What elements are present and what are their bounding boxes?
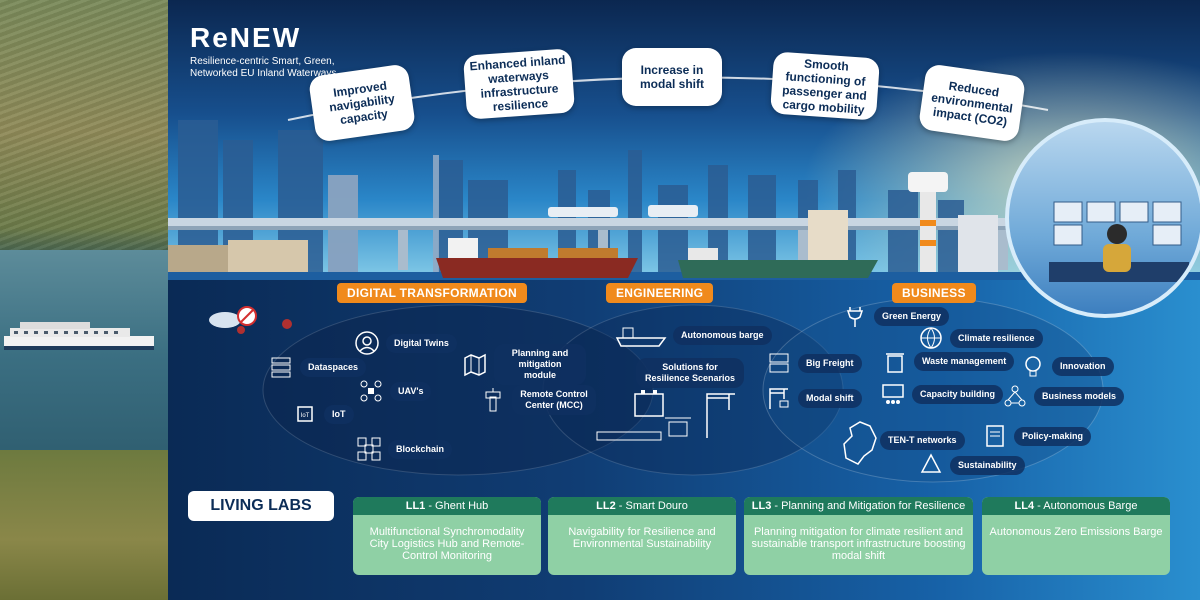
document-icon <box>986 425 1004 447</box>
mcc-label: Remote Control Center (MCC) <box>512 385 596 415</box>
item-business-models: Business models <box>1002 383 1125 409</box>
item-sustainability: Sustainability <box>918 452 1025 478</box>
resilience-solutions-label: Solutions for Resilience Scenarios <box>636 358 744 388</box>
crane-icon <box>769 388 789 409</box>
living-lab-1-description: Multifunctional Synchromodality City Log… <box>369 526 525 562</box>
big-freight-label: Big Freight <box>798 353 862 373</box>
blockchain-label: Blockchain <box>388 439 453 459</box>
innovation-label: Innovation <box>1052 356 1114 376</box>
modal-shift-label: Modal shift <box>798 388 862 408</box>
renew-logo: ReNEW Resilience-centric Smart, Green, N… <box>190 22 340 80</box>
living-lab-4-description: Autonomous Zero Emissions Barge <box>989 526 1163 538</box>
living-lab-4-header: LL4 - Autonomous Barge <box>982 497 1170 515</box>
blockchain-icon <box>357 437 381 461</box>
ten-t-networks-label: TEN-T networks <box>880 431 965 450</box>
map-icon <box>464 353 486 376</box>
digital-twins-label: Digital Twins <box>386 333 457 353</box>
city-skyline <box>168 120 1200 290</box>
item-uavs: UAV's <box>358 378 432 404</box>
engineering-icons <box>596 390 735 441</box>
presentation-icon <box>882 384 904 404</box>
item-planning-module: Planning and mitigation module <box>462 344 586 385</box>
item-big-freight: Big Freight <box>766 350 862 376</box>
item-green-energy: Green Energy <box>842 303 950 329</box>
living-lab-2-description: Navigability for Resilience and Environm… <box>568 526 716 550</box>
goal-environmental-impact: Reduced environmental impact (CO2) <box>917 63 1027 143</box>
plug-icon <box>846 307 864 327</box>
sensor-icons <box>209 306 292 334</box>
logo-subtitle: Resilience-centric Smart, Green, Network… <box>190 56 337 79</box>
item-capacity-building: Capacity building <box>880 381 1004 407</box>
business-models-label: Business models <box>1034 386 1125 406</box>
recycle-icon <box>920 453 942 473</box>
item-modal-shift: Modal shift <box>766 385 862 411</box>
living-lab-4: LL4 - Autonomous Barge Autonomous Zero E… <box>982 497 1170 575</box>
item-autonomous-barge: Autonomous barge <box>615 322 772 348</box>
item-innovation: Innovation <box>1020 353 1114 379</box>
containers-icon <box>769 353 789 373</box>
living-lab-3: LL3 - Planning and Mitigation for Resili… <box>744 497 973 575</box>
waste-management-label: Waste management <box>914 351 1015 371</box>
river-bank <box>0 450 175 600</box>
uavs-label: UAV's <box>390 381 432 401</box>
item-mcc: Remote Control Center (MCC) <box>480 385 596 415</box>
goal-infrastructure-resilience: Enhanced inland waterways infrastructure… <box>462 48 576 120</box>
item-climate-resilience: Climate resilience <box>918 325 1043 351</box>
item-dataspaces: Dataspaces <box>268 354 367 380</box>
bin-icon <box>886 353 904 373</box>
living-lab-3-header: LL3 - Planning and Mitigation for Resili… <box>744 497 973 515</box>
vineyard-terraces <box>0 0 175 250</box>
database-icon <box>271 357 291 378</box>
control-tower-icon <box>485 388 501 412</box>
iot-label: IoT <box>324 404 354 424</box>
section-engineering: ENGINEERING <box>606 283 714 303</box>
globe-icon <box>920 327 942 349</box>
living-labs-title: LIVING LABS <box>188 491 334 521</box>
item-iot: IoT IoT <box>292 401 354 427</box>
capacity-building-label: Capacity building <box>912 384 1004 404</box>
policy-making-label: Policy-making <box>1014 426 1092 446</box>
item-digital-twins: Digital Twins <box>354 330 457 356</box>
item-waste-management: Waste management <box>882 348 1015 374</box>
climate-resilience-label: Climate resilience <box>950 328 1043 348</box>
dataspaces-label: Dataspaces <box>300 357 367 377</box>
living-lab-2-header: LL2 - Smart Douro <box>548 497 736 515</box>
iot-icon: IoT <box>297 406 313 422</box>
network-icon <box>1004 385 1026 407</box>
living-lab-1: LL1 - Ghent Hub Multifunctional Synchrom… <box>353 497 541 575</box>
section-digital-transformation: DIGITAL TRANSFORMATION <box>337 283 527 303</box>
green-energy-label: Green Energy <box>874 306 950 326</box>
river <box>0 250 175 460</box>
item-policy-making: Policy-making <box>982 423 1092 449</box>
living-lab-3-description: Planning mitigation for climate resilien… <box>751 526 966 562</box>
living-lab-1-header: LL1 - Ghent Hub <box>353 497 541 515</box>
control-room-illustration <box>1005 118 1200 318</box>
goal-modal-shift: Increase in modal shift <box>622 48 722 106</box>
section-business: BUSINESS <box>892 283 976 303</box>
digital-twins-icon <box>355 331 379 355</box>
cruise-boat-icon <box>4 322 154 350</box>
douro-valley-photo <box>0 0 175 600</box>
svg-text:IoT: IoT <box>301 413 310 419</box>
goal-navigability: Improved navigability capacity <box>307 63 417 143</box>
barge-icon <box>615 327 667 347</box>
drone-icon <box>360 380 382 402</box>
autonomous-barge-label: Autonomous barge <box>673 325 772 345</box>
logo-title: ReNEW <box>190 22 302 53</box>
item-blockchain: Blockchain <box>356 436 453 462</box>
goal-passenger-cargo-mobility: Smooth functioning of passenger and carg… <box>769 51 881 121</box>
lightbulb-icon <box>1025 356 1041 377</box>
planning-module-label: Planning and mitigation module <box>494 344 586 385</box>
living-lab-2: LL2 - Smart Douro Navigability for Resil… <box>548 497 736 575</box>
sustainability-label: Sustainability <box>950 455 1025 475</box>
europe-map-icon <box>843 421 877 465</box>
